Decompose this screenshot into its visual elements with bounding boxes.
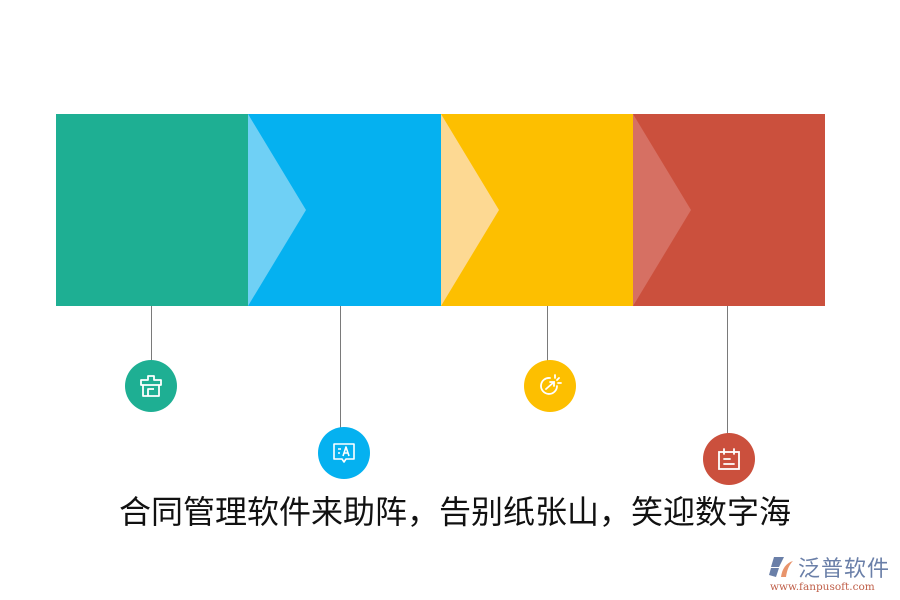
chevron-arrow-decoration xyxy=(441,114,499,306)
step-icon-circle-2 xyxy=(318,427,370,479)
chevron-arrow-decoration xyxy=(633,114,691,306)
step-block-3 xyxy=(441,114,634,306)
step-icon-circle-1 xyxy=(125,360,177,412)
chevron-arrow-decoration xyxy=(248,114,306,306)
calendar-icon xyxy=(718,448,740,470)
slogan-caption: 合同管理软件来助阵，告别纸张山，笑迎数字海 xyxy=(118,493,791,531)
step-icon-circle-4 xyxy=(703,433,755,485)
logo-url: www.fanpusoft.com xyxy=(770,581,875,593)
translate-chat-icon xyxy=(333,443,355,463)
brand-logo[interactable]: 泛普软件 www.fanpusoft.com xyxy=(768,551,896,596)
fanpu-logo-icon xyxy=(769,557,793,577)
connector-line-1 xyxy=(151,306,152,361)
step-block-4 xyxy=(633,114,825,306)
step-block-2 xyxy=(248,114,441,306)
toolbox-icon xyxy=(140,375,162,397)
logo-brand-name: 泛普软件 xyxy=(798,557,891,582)
connector-line-4 xyxy=(727,306,728,434)
connector-line-3 xyxy=(547,306,548,361)
growth-target-icon xyxy=(540,374,562,395)
step-block-1 xyxy=(56,114,249,306)
connector-line-2 xyxy=(340,306,341,428)
step-icon-circle-3 xyxy=(524,360,576,412)
